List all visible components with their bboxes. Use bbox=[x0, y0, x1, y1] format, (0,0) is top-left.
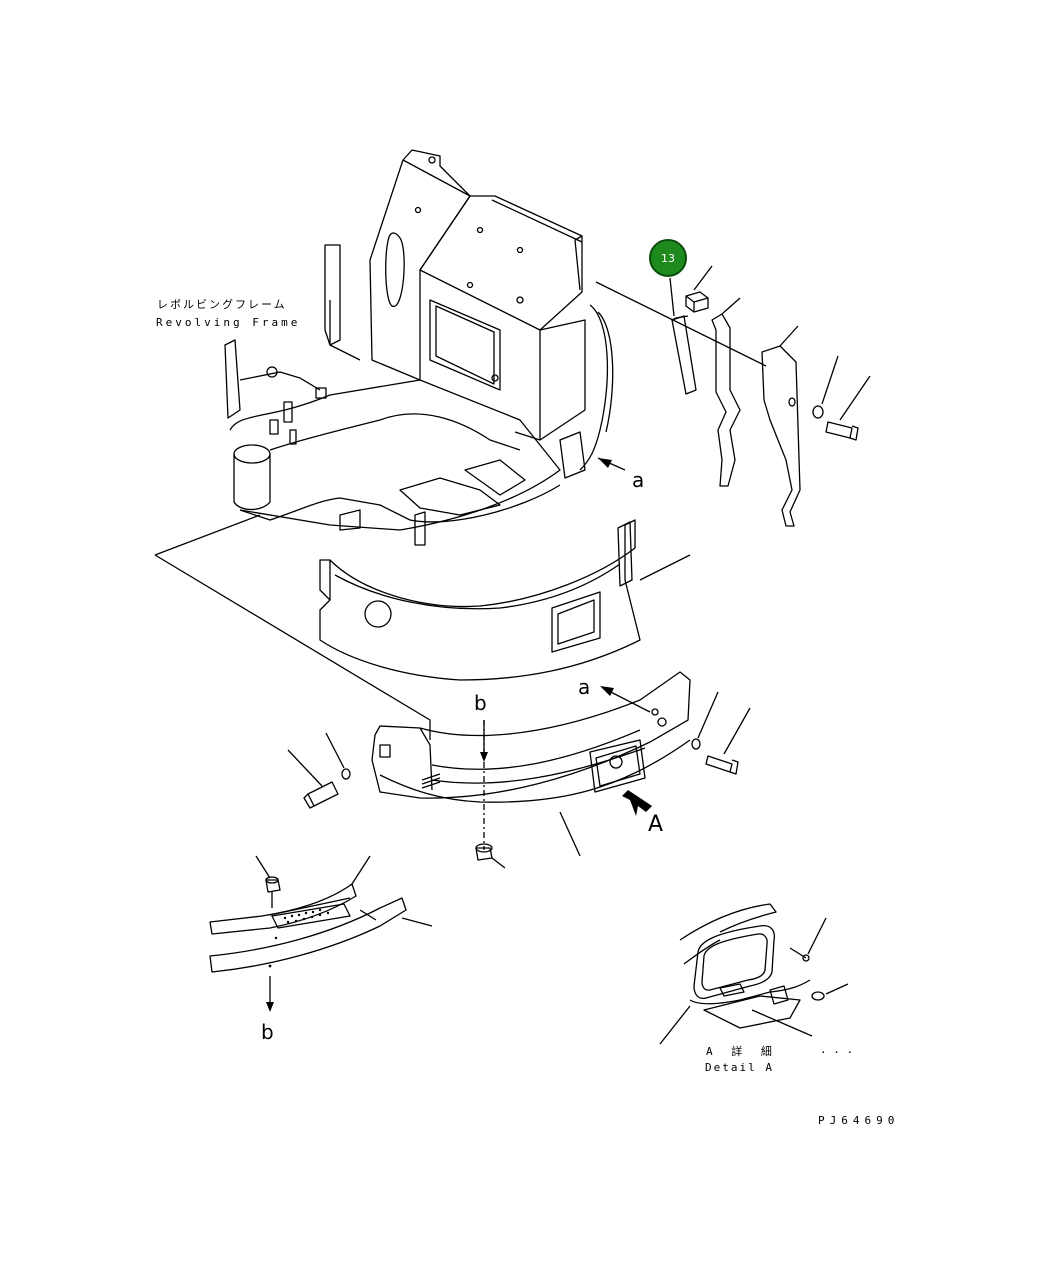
reference-b-upper: b bbox=[474, 691, 487, 715]
view-a-arrow bbox=[622, 790, 652, 816]
reference-a-lower: a bbox=[578, 675, 591, 699]
right-bolt-drawing bbox=[691, 691, 751, 775]
callout-badge-13[interactable]: 13 bbox=[649, 239, 687, 277]
revolving-frame-label-en: Revolving Frame bbox=[156, 316, 301, 329]
reference-a-upper: a bbox=[632, 468, 645, 492]
detail-a-drawing bbox=[659, 903, 849, 1045]
reference-b-lower: b bbox=[261, 1020, 274, 1044]
spacer-parts-drawing bbox=[595, 265, 871, 527]
drawing-number: PJ64690 bbox=[818, 1114, 900, 1127]
counterweight-drawing bbox=[371, 671, 691, 869]
left-bolt-drawing bbox=[287, 732, 351, 809]
under-cover-drawing bbox=[209, 855, 433, 1012]
detail-a-label-en: Detail A bbox=[705, 1061, 774, 1074]
counterweight-cover-drawing bbox=[319, 519, 691, 681]
revolving-frame-drawing bbox=[224, 149, 614, 546]
detail-a-label-jp: A 詳 細 bbox=[706, 1045, 778, 1058]
detail-a-dots: . . . bbox=[820, 1043, 854, 1056]
revolving-frame-label-jp: レボルビングフレーム bbox=[157, 298, 287, 311]
view-a-label: A bbox=[648, 812, 664, 837]
